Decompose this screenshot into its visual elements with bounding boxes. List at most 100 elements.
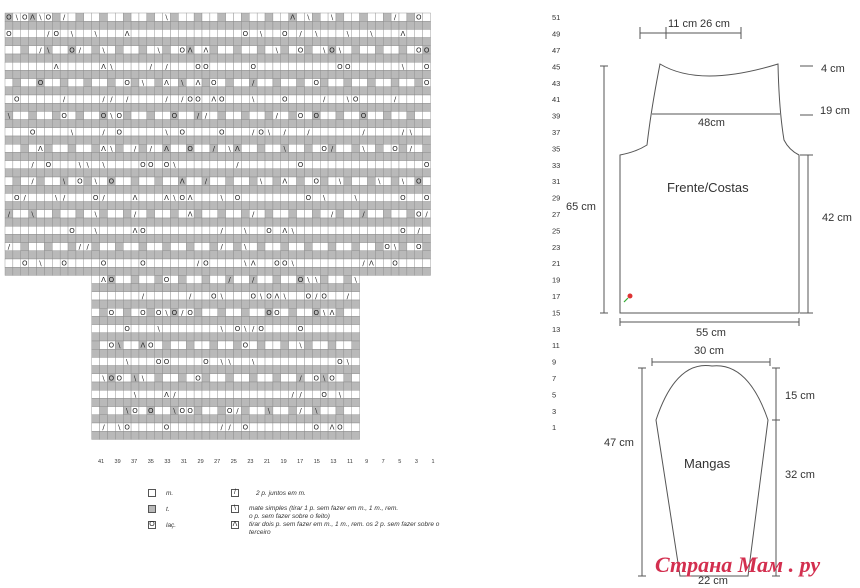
- knit-symbol-icon: [148, 489, 156, 497]
- chart-stitch-symbol: \: [252, 96, 255, 104]
- chart-stitch-symbol: /: [252, 79, 255, 87]
- chart-stitch-symbol: /: [394, 96, 397, 104]
- chart-stitch-symbol: O: [416, 46, 422, 54]
- chart-stitch-symbol: O: [61, 112, 67, 120]
- chart-stitch-symbol: O: [250, 63, 256, 71]
- chart-stitch-symbol: /: [299, 30, 302, 38]
- chart-stitch-symbol: \: [362, 145, 365, 153]
- chart-stitch-symbol: \: [307, 14, 310, 22]
- height-label: 65 cm: [566, 201, 596, 213]
- legend-label: t.: [166, 506, 170, 513]
- chart-stitch-symbol: \: [323, 46, 326, 54]
- chart-stitch-symbol: Λ: [204, 46, 209, 54]
- chart-stitch-symbol: /: [126, 96, 129, 104]
- chart-stitch-symbol: O: [187, 145, 193, 153]
- chart-stitch-symbol: \: [410, 128, 413, 136]
- chart-stitch-symbol: \: [16, 14, 19, 22]
- chart-stitch-symbol: \: [110, 145, 113, 153]
- chart-stitch-symbol: /: [165, 96, 168, 104]
- chart-stitch-symbol: O: [172, 112, 178, 120]
- chart-stitch-symbol: \: [276, 46, 279, 54]
- chart-stitch-symbol: /: [63, 14, 66, 22]
- chart-stitch-symbol: O: [337, 63, 343, 71]
- chart-stitch-symbol: \: [8, 112, 11, 120]
- chart-stitch-symbol: /: [362, 128, 365, 136]
- k2tog-symbol-icon: /: [231, 489, 239, 497]
- rose-stem-icon: [623, 297, 629, 303]
- sleeve-top-label: 30 cm: [694, 345, 724, 357]
- chart-stitch-symbol: O: [353, 96, 359, 104]
- chart-stitch-symbol: /: [402, 128, 405, 136]
- chart-stitch-symbol: O: [392, 145, 398, 153]
- chart-stitch-symbol: O: [6, 14, 12, 22]
- chart-stitch-symbol: O: [30, 128, 36, 136]
- side-label: 42 cm: [822, 212, 852, 224]
- chart-stitch-symbol: O: [203, 63, 209, 71]
- chart-stitch-symbol: /: [47, 30, 50, 38]
- chart-stitch-symbol: Λ: [290, 14, 295, 22]
- chart-stitch-symbol: /: [276, 112, 279, 120]
- chart-stitch-symbol: \: [71, 30, 74, 38]
- chart-stitch-symbol: \: [228, 145, 231, 153]
- chart-stitch-symbol: O: [53, 30, 59, 38]
- legend-label: mate simples (tirar 1 p. sem fazer em m.…: [249, 505, 399, 520]
- armhole-label: 19 cm: [820, 105, 850, 117]
- chart-stitch-symbol: \: [402, 63, 405, 71]
- chart-stitch-symbol: \: [165, 128, 168, 136]
- chart-stitch-symbol: \: [370, 30, 373, 38]
- chart-stitch-symbol: \: [315, 30, 318, 38]
- sleeve-length-label: 47 cm: [604, 437, 634, 449]
- chart-stitch-symbol: /: [252, 128, 255, 136]
- chart-stitch-symbol: O: [6, 30, 12, 38]
- chart-stitch-symbol: \: [110, 112, 113, 120]
- chart-stitch-symbol: \: [39, 14, 42, 22]
- chart-stitch-symbol: Λ: [101, 63, 106, 71]
- chart-stitch-symbol: O: [416, 14, 422, 22]
- chart-stitch-symbol: Λ: [211, 96, 216, 104]
- sleeve-title: Mangas: [684, 456, 731, 471]
- body-schematic: 11 cm 26 cm 4 cm 19 cm 48cm Frente/Costa…: [566, 18, 852, 339]
- chart-stitch-symbol: O: [219, 96, 225, 104]
- chest-label: 48cm: [698, 117, 725, 129]
- chart-stitch-symbol: /: [410, 145, 413, 153]
- chart-stitch-symbol: \: [94, 30, 97, 38]
- chart-stitch-symbol: Λ: [30, 14, 35, 22]
- chart-stitch-symbol: /: [394, 14, 397, 22]
- chart-stitch-symbol: \: [347, 96, 350, 104]
- chart-stitch-symbol: O: [195, 63, 201, 71]
- chart-stitch-symbol: \: [157, 46, 160, 54]
- chart-stitch-symbol: O: [424, 79, 430, 87]
- chart-stitch-symbol: \: [268, 128, 271, 136]
- chart-stitch-symbol: O: [124, 79, 130, 87]
- chart-stitch-symbol: O: [298, 112, 304, 120]
- chart-stitch-symbol: Λ: [54, 63, 59, 71]
- purl-symbol-icon: [148, 505, 156, 513]
- hem-label: 55 cm: [696, 327, 726, 339]
- watermark-logo: Страна Мам . ру: [655, 552, 821, 577]
- chart-stitch-symbol: \: [165, 14, 168, 22]
- chart-stitch-symbol: O: [282, 96, 288, 104]
- chart-stitch-symbol: \: [284, 145, 287, 153]
- chart-stitch-symbol: O: [314, 79, 320, 87]
- chart-stitch-symbol: O: [117, 112, 123, 120]
- chart-stitch-symbol: O: [46, 14, 52, 22]
- double-decrease-symbol-icon: Λ: [231, 521, 239, 529]
- chart-stitch-symbol: \: [102, 46, 105, 54]
- chart-stitch-symbol: O: [329, 46, 335, 54]
- chart-stitch-symbol: \: [260, 30, 263, 38]
- body-title: Frente/Costas: [667, 180, 749, 195]
- chart-stitch-symbol: /: [331, 145, 334, 153]
- chart-stitch-symbol: /: [102, 128, 105, 136]
- chart-stitch-symbol: /: [150, 145, 153, 153]
- chart-stitch-symbol: /: [197, 112, 200, 120]
- chart-stitch-symbol: O: [38, 79, 44, 87]
- chart-stitch-symbol: O: [195, 96, 201, 104]
- legend-label: laç.: [166, 522, 177, 529]
- chart-stitch-symbol: O: [258, 128, 264, 136]
- shoulder-label: 11 cm: [668, 18, 697, 30]
- chart-stitch-symbol: O: [14, 96, 20, 104]
